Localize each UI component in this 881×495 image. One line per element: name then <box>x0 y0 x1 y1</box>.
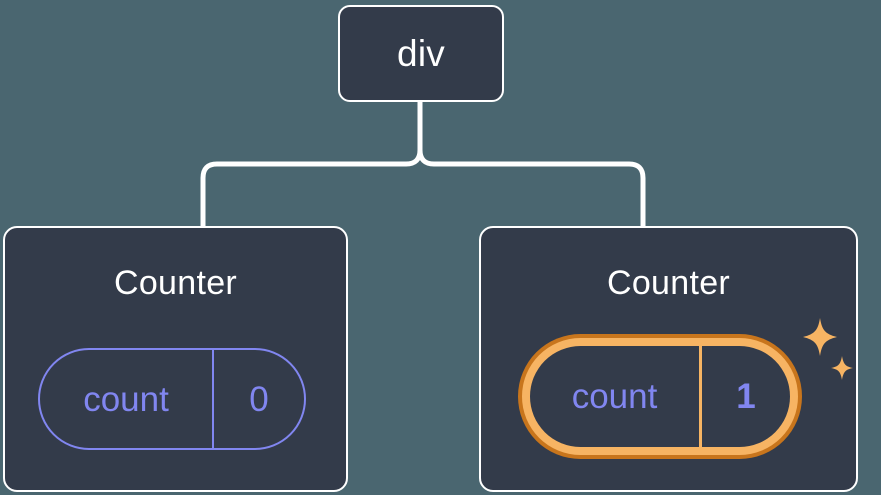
root-node-label: div <box>397 33 445 74</box>
connector-path-right <box>417 98 646 229</box>
counter-right-title: Counter <box>606 264 731 302</box>
state-pill-right-wrapper: count 1 <box>518 334 802 459</box>
state-pill-left[interactable]: count 0 <box>38 348 306 450</box>
state-pill-left-value: 0 <box>249 379 269 419</box>
counter-left-title: Counter <box>113 264 238 302</box>
state-pill-right-key: count <box>530 346 702 447</box>
connector-path-left <box>200 98 423 229</box>
state-pill-right[interactable]: count 1 <box>530 346 790 447</box>
state-pill-left-key: count <box>40 350 214 448</box>
state-pill-right-value: 1 <box>736 377 756 416</box>
state-pill-left-wrapper: count 0 <box>38 348 306 450</box>
state-pill-right-highlight-inner: count 1 <box>522 338 798 455</box>
state-pill-right-highlight-outer: count 1 <box>518 334 802 459</box>
root-node-div[interactable]: div <box>338 5 504 102</box>
